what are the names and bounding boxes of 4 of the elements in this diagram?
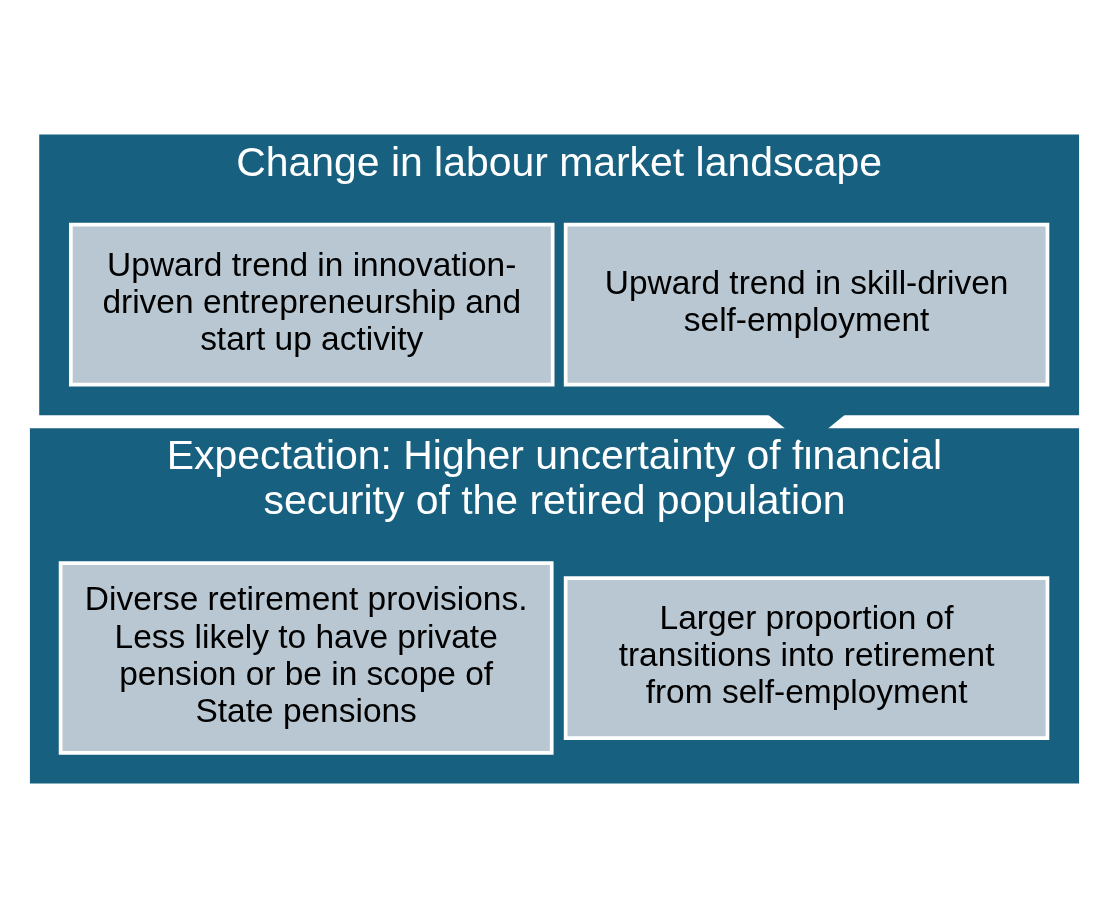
node-box: Larger proportion of transitions into retirement from self-employment xyxy=(563,575,1050,740)
node-box: Upward trend in skill-driven self-employment xyxy=(563,222,1050,386)
node-box: Upward trend in innovation-driven entrepreneurship and start up activity xyxy=(69,222,555,386)
node-box: Diverse retirement provisions. Less likely to have private pension or be in scope of State pensions xyxy=(58,560,554,755)
